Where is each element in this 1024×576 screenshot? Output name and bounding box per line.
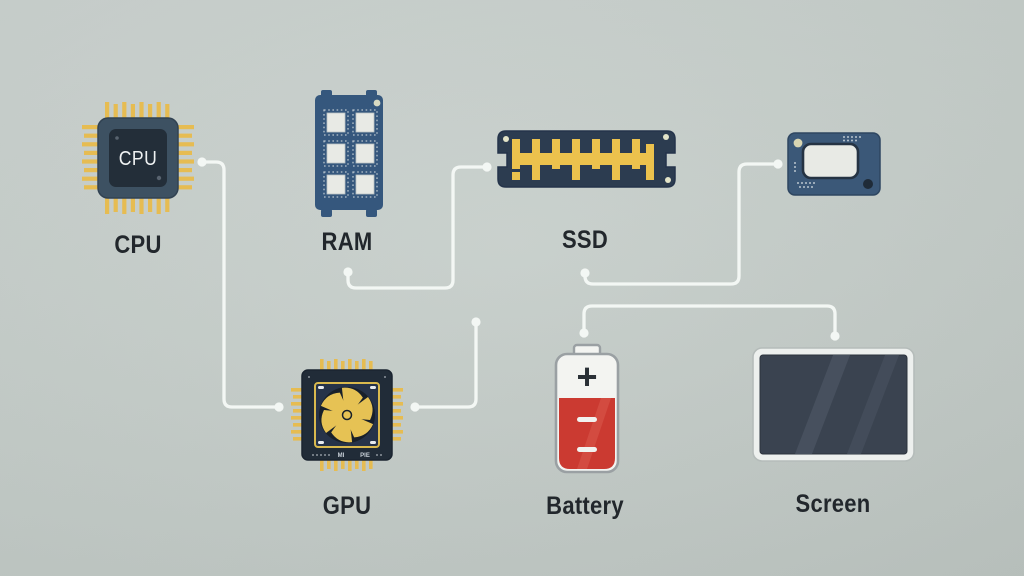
battery-minus-icon — [577, 447, 597, 452]
cpu-label: CPU — [114, 231, 162, 259]
cpu-die — [109, 129, 167, 187]
battery-label: Battery — [546, 492, 624, 520]
battery-icon: + — [554, 343, 620, 474]
ram-label: RAM — [321, 228, 373, 256]
connector-battery-screen-bar — [579, 304, 840, 341]
display-board-module — [801, 142, 860, 180]
display-board-dark-dot — [863, 179, 873, 189]
gpu-silkscreen-dots — [308, 376, 386, 456]
connector-endpoint — [197, 157, 207, 167]
ssd-mount-dot — [665, 177, 671, 183]
screen-label: Screen — [795, 490, 871, 518]
ram-mount-dot — [373, 99, 381, 107]
connector-endpoint — [410, 402, 420, 412]
connector-gpu-stub — [410, 317, 481, 412]
connector-endpoint — [580, 268, 590, 278]
connector-endpoint — [773, 159, 783, 169]
gpu-fan-icon — [319, 387, 375, 443]
connector-endpoint — [830, 331, 840, 341]
display-board-icon — [787, 132, 881, 196]
cpu-pins — [82, 102, 194, 214]
ssd-icon — [497, 130, 676, 188]
connector-endpoint — [482, 162, 492, 172]
connector-endpoint — [274, 402, 284, 412]
gpu-silkscreen: MI PIE — [338, 453, 370, 459]
connector-endpoint — [471, 317, 481, 327]
cpu-icon: CPU — [82, 102, 194, 214]
screen-glare — [795, 355, 899, 454]
ram-chips — [323, 109, 378, 198]
gpu-label: GPU — [322, 492, 372, 520]
gpu-marking-right: PIE — [360, 453, 370, 459]
cpu-corner-dot — [156, 175, 162, 181]
battery-minus-icon — [577, 417, 597, 422]
ssd-contacts — [512, 139, 654, 180]
connector-cpu-to-gpu — [197, 157, 284, 412]
screen-icon — [752, 347, 915, 462]
battery-plus-icon: + — [576, 356, 597, 397]
connector-ram-to-ssd — [343, 162, 492, 290]
cpu-chip-text: CPU — [119, 147, 157, 169]
gpu-marking-left: MI — [338, 453, 345, 459]
connector-endpoint — [579, 328, 589, 338]
connector-ssd-to-display-board — [580, 159, 783, 286]
display-board-pin-dots — [794, 136, 861, 188]
cpu-pin1-dot — [115, 136, 119, 140]
ssd-mount-dot — [663, 134, 669, 140]
gpu-pins — [291, 359, 403, 471]
connector-endpoint — [343, 267, 353, 277]
ssd-mount-dot — [503, 136, 509, 142]
display-board-mount-dot — [793, 138, 803, 148]
ram-icon — [315, 90, 383, 217]
gpu-icon: MI PIE — [291, 359, 403, 471]
gpu-corner-marks — [318, 386, 376, 444]
ssd-label: SSD — [561, 226, 609, 254]
